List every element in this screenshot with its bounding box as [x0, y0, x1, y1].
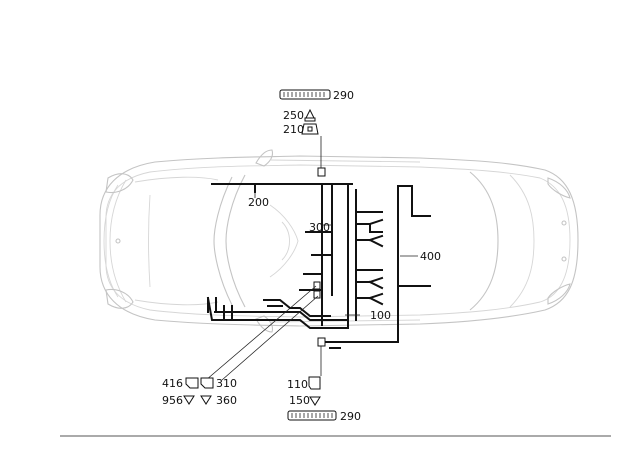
car-outline: [99, 149, 579, 333]
harness-100: [206, 296, 399, 349]
label-300: 300: [309, 221, 330, 234]
harness-400: [397, 185, 431, 343]
harness-main-vertical: [347, 183, 384, 321]
label-400: 400: [420, 250, 441, 263]
harness-200: [211, 183, 353, 193]
connector-plug-icon: [183, 395, 195, 405]
connector-plug-icon: [200, 395, 212, 405]
label-250: 250: [283, 109, 304, 122]
label-100: 100: [370, 309, 391, 322]
label-290-bottom: 290: [340, 410, 361, 423]
harness-300: [299, 183, 333, 326]
connector-plug-icon: [304, 108, 316, 122]
harness-connector-mid2: [313, 290, 321, 299]
label-150: 150: [289, 394, 310, 407]
connector-housing-icon: [200, 377, 214, 389]
harness-connector-top: [317, 167, 326, 177]
leader-lines: [205, 136, 418, 381]
harness-connector-bottom: [317, 337, 326, 347]
terminal-strip-icon: [279, 89, 331, 100]
connector-housing-icon: [185, 377, 199, 389]
harness-connector-mid: [313, 281, 321, 290]
label-110: 110: [287, 378, 308, 391]
label-360: 360: [216, 394, 237, 407]
connector-plug-icon: [309, 396, 321, 406]
label-310: 310: [216, 377, 237, 390]
label-416: 416: [162, 377, 183, 390]
connector-housing-icon: [308, 376, 321, 390]
terminal-strip-icon: [287, 410, 337, 421]
label-290-top: 290: [333, 89, 354, 102]
label-956: 956: [162, 394, 183, 407]
connector-housing-icon: [301, 123, 319, 135]
label-210: 210: [283, 123, 304, 136]
label-200: 200: [248, 196, 269, 209]
